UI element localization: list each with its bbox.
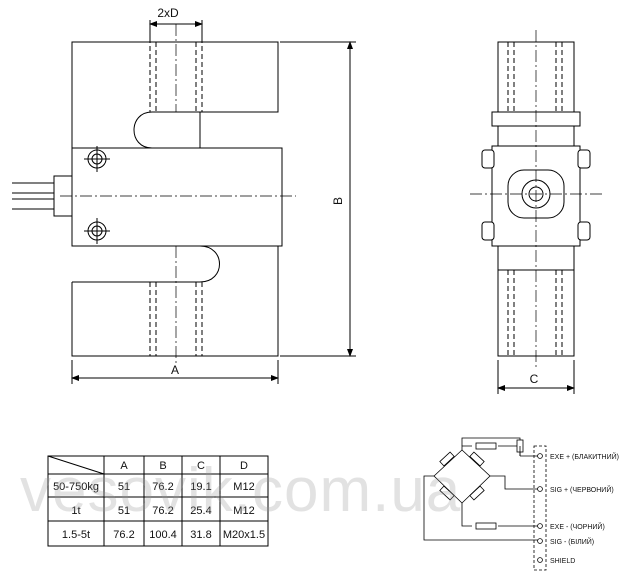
table-cell: 1t xyxy=(71,505,80,517)
table-cell: 76.2 xyxy=(152,481,173,493)
table-cell: 1.5-5t xyxy=(62,529,90,541)
wiring-diagram xyxy=(423,437,547,571)
table-cell: 25.4 xyxy=(190,505,211,517)
table-cell: M12 xyxy=(233,505,254,517)
table-cell: 51 xyxy=(118,481,130,493)
terminal-label: SHIELD xyxy=(550,558,575,565)
terminal-label: EXE + (БЛАКИТНИЙ) xyxy=(550,452,619,461)
table-header-cell: D xyxy=(240,460,248,472)
table-header-cell: A xyxy=(120,460,128,472)
terminal-label: SIG - (БІЛИЙ) xyxy=(550,537,594,546)
table-cell: 19.1 xyxy=(190,481,211,493)
table-cell: 51 xyxy=(118,505,130,517)
table-cell: M20x1.5 xyxy=(223,529,265,541)
table-header-cell: C xyxy=(197,460,205,472)
table-cell: 100.4 xyxy=(149,529,177,541)
table-header-cell: B xyxy=(159,460,166,472)
table-cell: 50-750kg xyxy=(53,481,99,493)
terminal-label: SIG + (ЧЕРВОНИЙ) xyxy=(550,485,614,494)
dimensions-table xyxy=(47,455,269,547)
dimension-c-label: C xyxy=(530,372,539,386)
front-view xyxy=(12,20,356,384)
dimension-b-label: B xyxy=(331,197,345,205)
table-cell: 76.2 xyxy=(152,505,173,517)
side-view xyxy=(470,30,602,394)
table-cell: 31.8 xyxy=(190,529,211,541)
terminal-label: EXE - (ЧОРНИЙ) xyxy=(550,522,605,531)
table-cell: 76.2 xyxy=(113,529,134,541)
dimension-a-label: A xyxy=(171,363,179,377)
dimension-2xd-label: 2xD xyxy=(157,6,179,20)
table-cell: M12 xyxy=(233,481,254,493)
